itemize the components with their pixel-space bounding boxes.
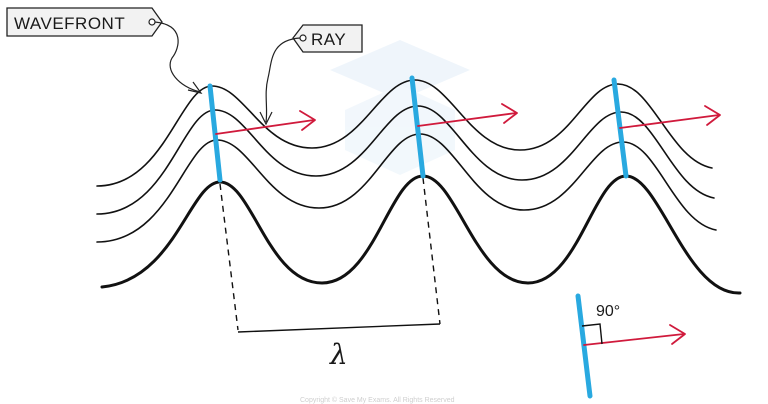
wavefront-label-tag: WAVEFRONT <box>6 7 203 94</box>
ray-label: RAY <box>311 30 346 49</box>
wavefront-label: WAVEFRONT <box>14 14 125 33</box>
angle-label: 90° <box>596 303 620 320</box>
watermark-logo <box>330 40 470 175</box>
wavelength-bracket-line <box>237 323 441 333</box>
right-angle-inset: 90° <box>575 293 686 399</box>
ray-arrow <box>619 105 721 129</box>
ray-pointer <box>265 37 301 123</box>
wavefront-pointer <box>154 21 201 93</box>
ray-arrows <box>215 103 721 135</box>
wavelength-dashed-line <box>422 177 441 325</box>
wave-line-thick <box>100 174 742 295</box>
wavelength-symbol: λ <box>329 338 348 371</box>
ray-arrow <box>215 110 316 135</box>
wavefront-line <box>207 83 223 183</box>
wavelength-marker: λ <box>219 177 441 371</box>
wavefront-line <box>409 75 426 179</box>
inset-ray-line <box>583 333 685 346</box>
wavelength-dashed-line <box>219 183 239 331</box>
inset-wavefront-line <box>575 293 593 399</box>
ray-label-tag: RAY <box>259 24 363 126</box>
right-angle-mark <box>581 323 603 345</box>
copyright-text: Copyright © Save My Exams. All Rights Re… <box>300 396 455 404</box>
ray-arrow <box>417 103 518 127</box>
